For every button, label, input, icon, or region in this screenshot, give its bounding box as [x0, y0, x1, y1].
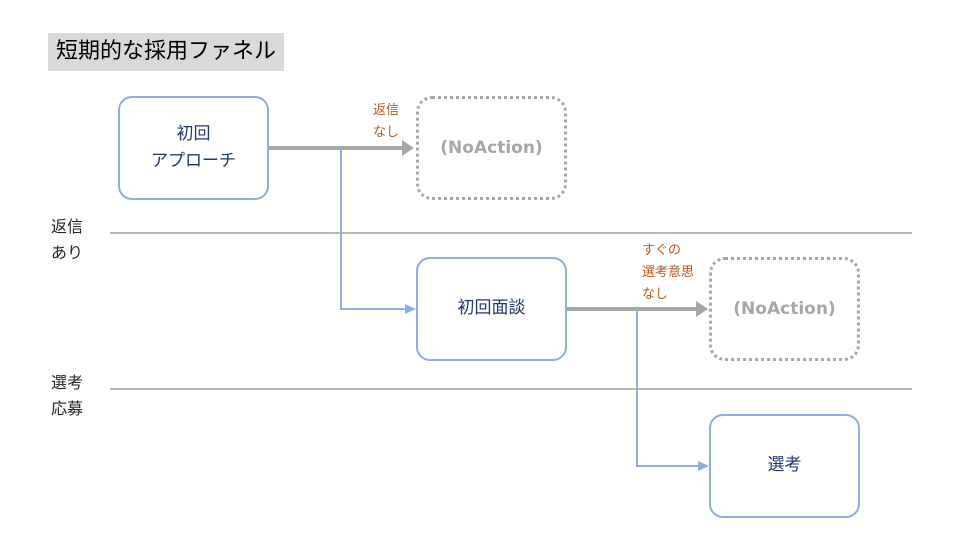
node-no-action-1-label: (NoAction)	[440, 138, 543, 158]
arrow-to-interview	[340, 148, 406, 310]
node-first-approach-line2: アプローチ	[151, 151, 236, 171]
lane-label-apply-line2: 応募	[51, 399, 84, 418]
label-no-reply-line1: 返信	[373, 103, 400, 118]
lane-label-reply: 返信 あり	[51, 214, 83, 266]
node-no-action-2: (NoAction)	[709, 257, 860, 361]
node-first-approach-line1: 初回	[176, 123, 211, 144]
arrow-no-intent-head	[696, 301, 708, 317]
arrow-to-selection	[636, 309, 699, 467]
lane-label-reply-line2: あり	[51, 243, 84, 262]
node-first-interview-label: 初回面談	[457, 298, 526, 319]
node-no-action-2-label: (NoAction)	[733, 299, 836, 319]
lane-label-apply-line1: 選考	[51, 373, 84, 392]
label-no-immediate-line2: 選考意思	[642, 265, 695, 280]
arrow-to-selection-head	[698, 461, 709, 471]
label-no-immediate-line3: なし	[642, 287, 669, 302]
label-no-reply: 返信 なし	[373, 100, 399, 144]
label-no-immediate-intent: すぐの 選考意思 なし	[642, 240, 694, 306]
lane-label-apply: 選考 応募	[51, 370, 83, 422]
node-no-action-1: (NoAction)	[416, 96, 567, 200]
node-first-approach: 初回 アプローチ	[118, 96, 269, 200]
node-selection-label: 選考	[767, 455, 802, 476]
arrow-no-reply-head	[402, 140, 414, 156]
page-title: 短期的な採用ファネル	[48, 33, 285, 71]
node-selection: 選考	[709, 414, 860, 518]
node-first-interview: 初回面談	[416, 257, 567, 361]
lane-label-reply-line1: 返信	[51, 217, 84, 236]
label-no-immediate-line1: すぐの	[642, 243, 682, 258]
arrow-to-interview-head	[405, 304, 416, 314]
label-no-reply-line2: なし	[373, 125, 400, 140]
